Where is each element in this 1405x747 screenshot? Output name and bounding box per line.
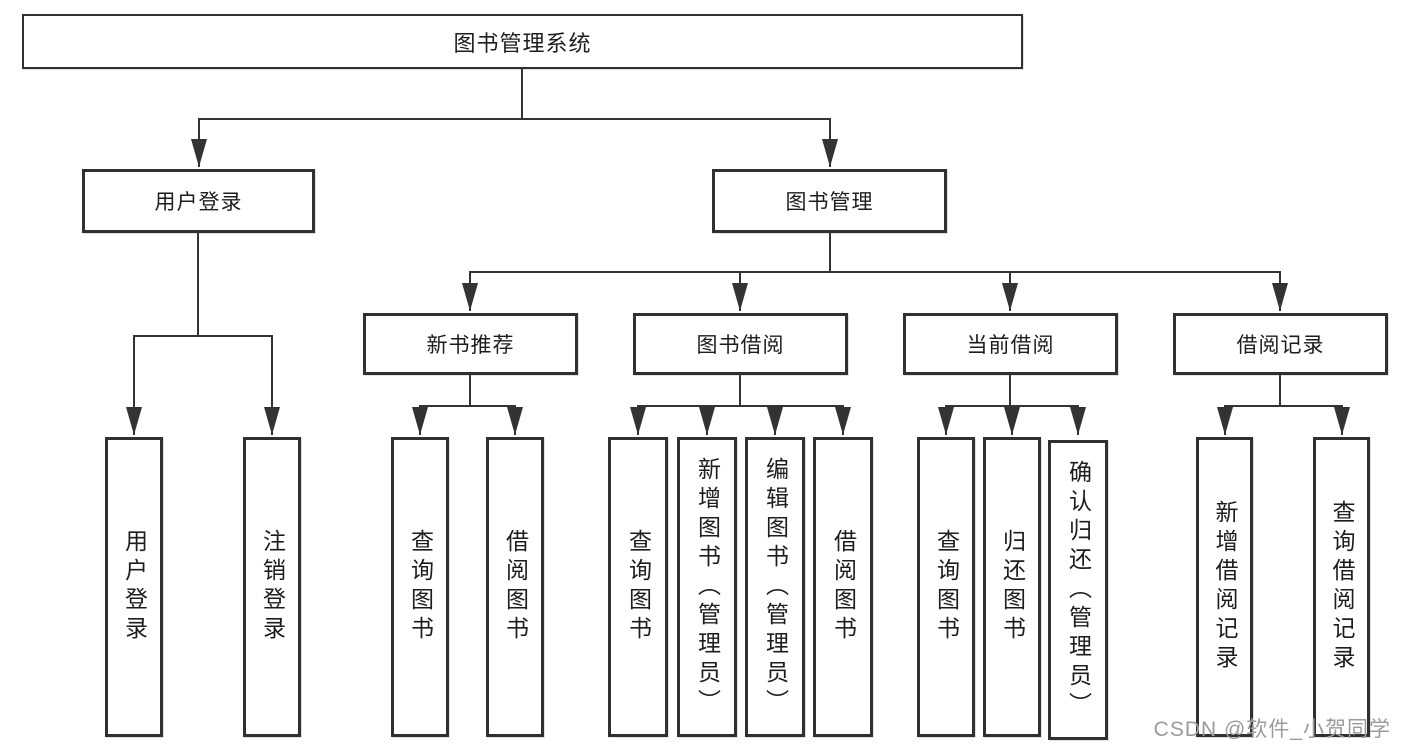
leaf-recommend-borrow-books: 借阅图书 [486,437,544,737]
leaf-borrow-edit-book-admin: 编辑图书（管理员） [745,437,805,737]
node-new-book-recommend: 新书推荐 [363,313,578,375]
node-label: 新书推荐 [426,334,515,357]
node-label: 图书管理系统 [453,30,592,56]
node-book-management: 图书管理 [712,169,947,233]
leaf-current-return-books: 归还图书 [983,437,1041,737]
node-label: 用户登录 [121,529,148,645]
node-borrow-records: 借阅记录 [1173,313,1388,375]
leaf-user-login: 用户登录 [105,437,163,737]
node-label: 查询图书 [625,529,652,645]
leaf-current-query-books: 查询图书 [917,437,975,737]
watermark-csdn: CSDN @软件_小贺同学 [1153,718,1391,741]
node-user-login: 用户登录 [82,169,315,233]
node-current-borrow: 当前借阅 [903,313,1118,375]
leaf-borrow-query-books: 查询图书 [608,437,668,737]
leaf-current-confirm-return-admin: 确认归还（管理员） [1048,440,1108,740]
leaf-records-query-borrow-record: 查询借阅记录 [1313,437,1370,737]
node-label: 借阅图书 [830,529,857,645]
node-label: 编辑图书（管理员） [762,456,789,718]
node-label: 新增图书（管理员） [694,456,721,718]
node-label: 查询图书 [407,529,434,645]
node-label: 图书借阅 [696,334,785,357]
node-label: 当前借阅 [966,334,1055,357]
leaf-borrow-borrow-books: 借阅图书 [813,437,873,737]
node-label: 借阅图书 [502,529,529,645]
node-library-management-system: 图书管理系统 [22,14,1023,69]
node-label: 查询借阅记录 [1329,500,1355,674]
node-label: 用户登录 [154,191,243,214]
node-label: 归还图书 [999,529,1026,645]
node-label: 借阅记录 [1236,334,1325,357]
node-label: 图书管理 [785,191,874,214]
node-label: 新增借阅记录 [1212,500,1238,674]
leaf-logout: 注销登录 [243,437,301,737]
node-book-borrow: 图书借阅 [633,313,848,375]
leaf-records-add-borrow-record: 新增借阅记录 [1196,437,1253,737]
node-label: 查询图书 [933,529,960,645]
leaf-recommend-query-books: 查询图书 [391,437,449,737]
node-label: 注销登录 [259,529,286,645]
node-label: 确认归还（管理员） [1065,459,1092,721]
leaf-borrow-add-book-admin: 新增图书（管理员） [677,437,737,737]
